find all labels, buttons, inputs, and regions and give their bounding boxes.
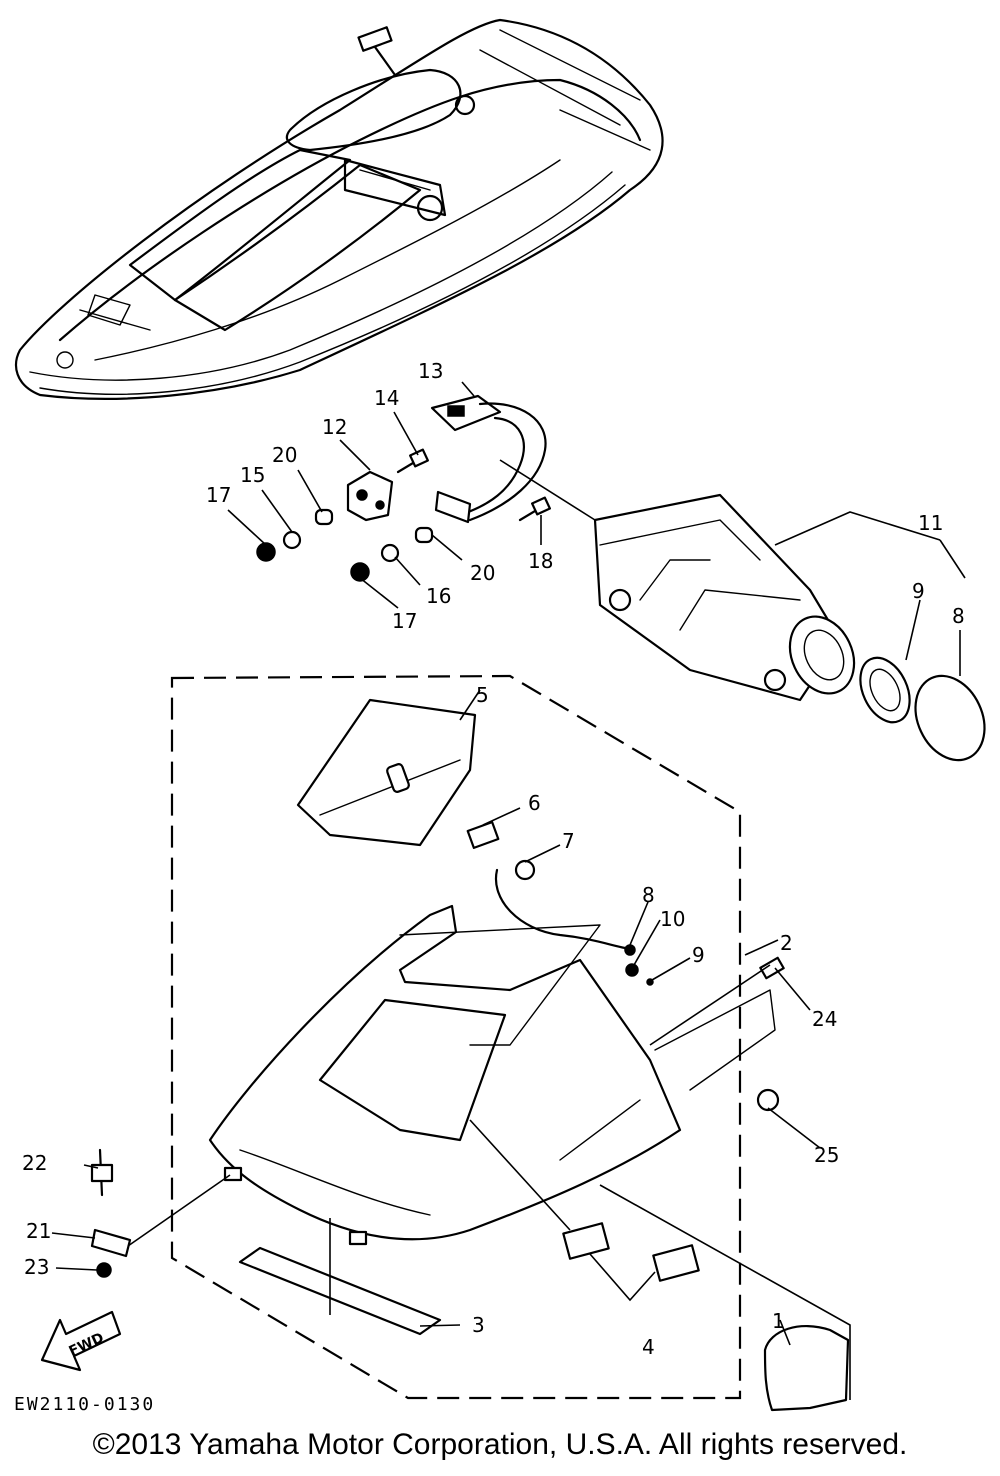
callout-3: 3 <box>472 1313 485 1337</box>
callout-13: 9 <box>912 579 925 603</box>
callout-9: 9 <box>692 943 705 967</box>
callout-14: 12 <box>322 415 347 439</box>
callout-15: 13 <box>418 359 443 383</box>
callout-2: 2 <box>780 931 793 955</box>
fwd-arrow-icon <box>40 1310 122 1372</box>
leader-lines <box>51 381 966 1400</box>
callout-16: 14 <box>374 386 399 410</box>
callout-21: 21 <box>26 1219 51 1243</box>
callout-24: 24 <box>812 1007 837 1031</box>
copyright-notice: ©2013 Yamaha Motor Corporation, U.S.A. A… <box>92 1428 908 1461</box>
callout-22: 22 <box>22 1151 47 1175</box>
callout-17-upper: 15 <box>240 463 265 487</box>
callout-10: 10 <box>660 907 685 931</box>
callout-4: 4 <box>642 1335 655 1359</box>
callout-6: 6 <box>528 791 541 815</box>
callout-18-lower: 17 <box>392 609 417 633</box>
callout-7: 7 <box>562 829 575 853</box>
watercraft-illustration <box>14 18 664 400</box>
callout-19: 18 <box>528 549 553 573</box>
callout-23: 23 <box>24 1255 49 1279</box>
callout-17-lower: 16 <box>426 584 451 608</box>
callout-1: 1 <box>772 1309 785 1333</box>
callout-18-upper: 17 <box>206 483 231 507</box>
callout-25: 25 <box>814 1143 839 1167</box>
callout-20-lower: 20 <box>470 561 495 585</box>
diagram-code: EW2110-0130 <box>14 1394 155 1415</box>
lid-assembly <box>296 698 654 986</box>
callout-20-upper: 20 <box>272 443 297 467</box>
callout-labels: 13 14 12 20 15 17 20 16 17 18 11 9 8 5 6… <box>14 359 965 1415</box>
callout-11: 11 <box>918 511 943 535</box>
bracket-assembly <box>256 394 551 582</box>
callout-8: 8 <box>642 883 655 907</box>
callout-12: 8 <box>952 604 965 628</box>
storage-container <box>593 493 986 762</box>
cover-body <box>40 904 850 1412</box>
assembly-boundary <box>170 674 742 1400</box>
callout-5: 5 <box>476 683 489 707</box>
